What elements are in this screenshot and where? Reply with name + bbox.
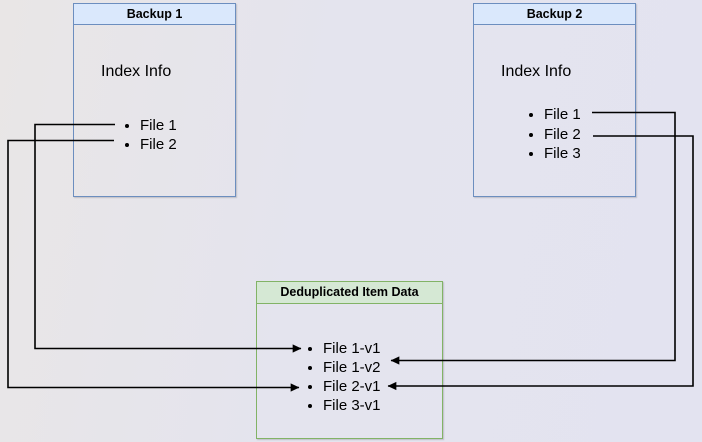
list-item: File 1-v2 xyxy=(323,358,381,377)
dedup-header: Deduplicated Item Data xyxy=(257,282,442,304)
list-item: File 3 xyxy=(544,144,581,164)
list-item: File 2 xyxy=(544,125,581,145)
dedup-node: Deduplicated Item Data File 1-v1File 1-v… xyxy=(256,281,443,439)
backup2-node: Backup 2 Index Info File 1File 2File 3 xyxy=(473,3,636,197)
backup1-index-info-label: Index Info xyxy=(101,63,172,80)
list-item: File 1 xyxy=(140,116,177,135)
backup1-header: Backup 1 xyxy=(74,4,235,25)
list-item: File 1 xyxy=(544,105,581,125)
backup2-index-info-label: Index Info xyxy=(501,63,572,80)
dedup-item-list: File 1-v1File 1-v2File 2-v1File 3-v1 xyxy=(257,339,381,415)
list-item: File 1-v1 xyxy=(323,339,381,358)
backup2-file-list: File 1File 2File 3 xyxy=(474,105,581,164)
list-item: File 2-v1 xyxy=(323,377,381,396)
backup1-node: Backup 1 Index Info File 1File 2 xyxy=(73,3,236,197)
list-item: File 3-v1 xyxy=(323,396,381,415)
backup2-header: Backup 2 xyxy=(474,4,635,25)
list-item: File 2 xyxy=(140,135,177,154)
backup1-file-list: File 1File 2 xyxy=(74,116,177,154)
